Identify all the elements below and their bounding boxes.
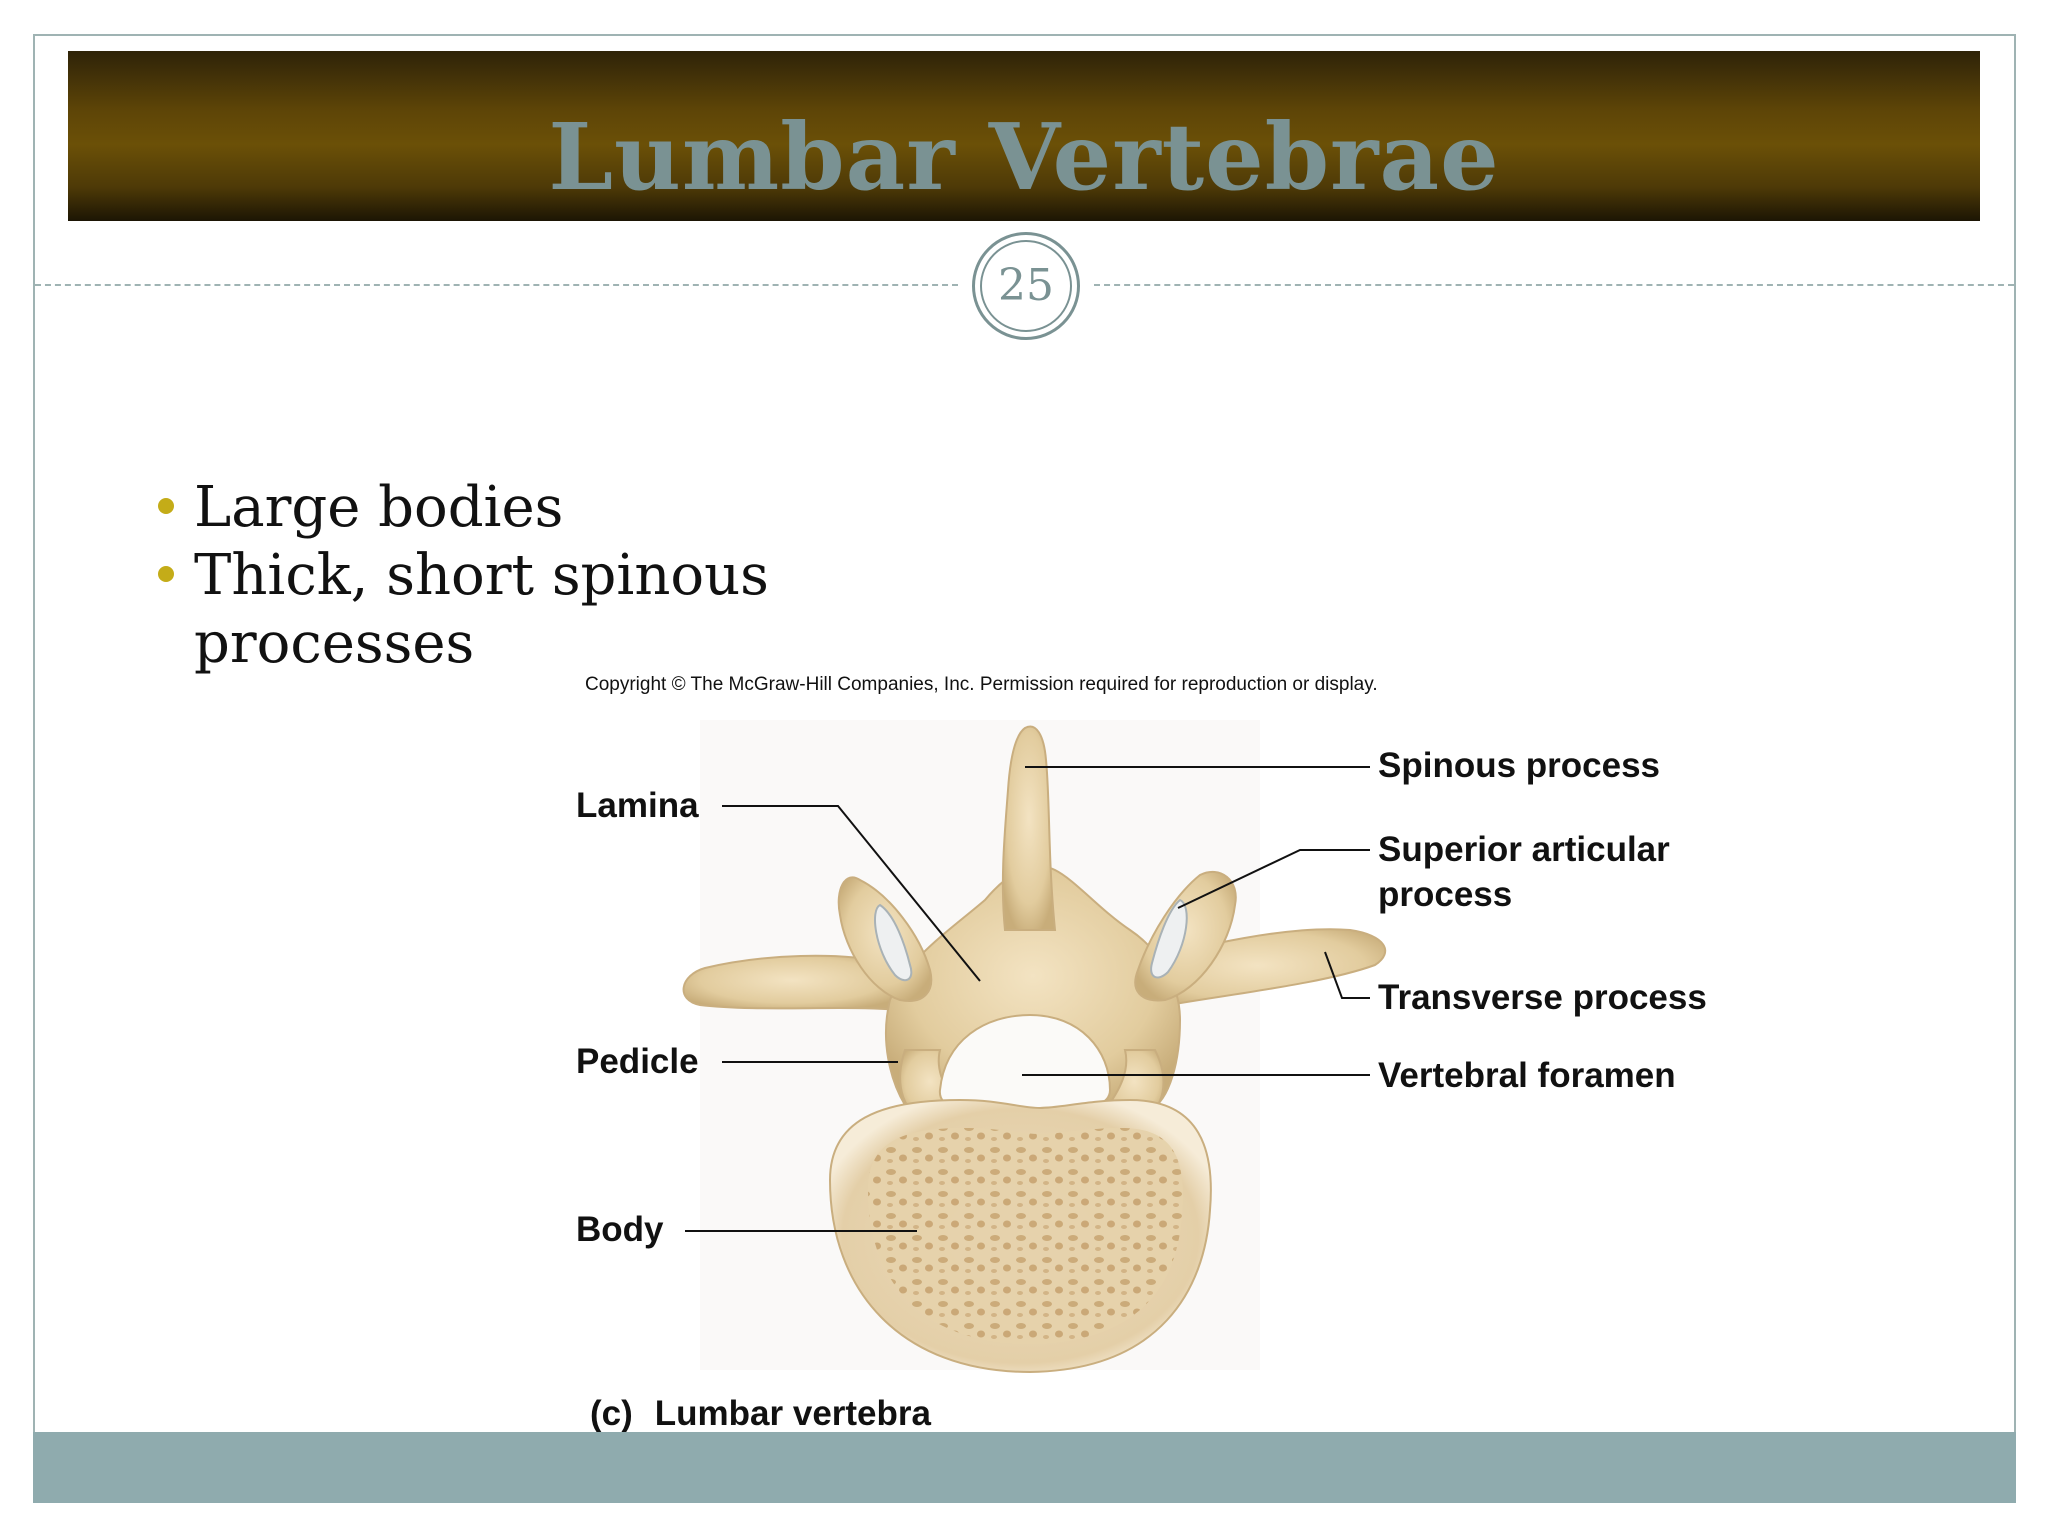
- left-transverse-process: [682, 954, 901, 1012]
- divider-right: [1094, 284, 2014, 286]
- trabecular-bone: [868, 1128, 1183, 1344]
- label-spinous-process: Spinous process: [1378, 746, 1661, 785]
- transverse-process-leader: [1324, 951, 1370, 999]
- bullet-dot-icon: [158, 565, 174, 582]
- bullet-item: Thick, short spinous processes: [158, 542, 778, 678]
- bullet-dot-icon: [158, 497, 174, 514]
- label-body: Body: [576, 1210, 664, 1249]
- title-bar: [68, 51, 1980, 221]
- bullet-list: Large bodies Thick, short spinous proces…: [158, 474, 778, 678]
- bullet-item: Large bodies: [158, 474, 778, 542]
- page-number-badge: [972, 232, 1080, 340]
- label-pedicle: Pedicle: [576, 1042, 699, 1081]
- divider-left: [35, 284, 958, 286]
- slide-title: Lumbar Vertebrae: [548, 103, 1500, 211]
- caption-letter: (c): [590, 1394, 633, 1433]
- right-articular-facet: [1150, 898, 1188, 979]
- bullet-text: Thick, short spinous processes: [194, 543, 769, 676]
- caption-text: Lumbar vertebra: [654, 1394, 931, 1433]
- lamina-leader: [722, 805, 981, 982]
- footer-bar: [33, 1432, 2016, 1503]
- label-vertebral-foramen: Vertebral foramen: [1378, 1056, 1676, 1095]
- spinous-process-shape: [1001, 725, 1057, 931]
- superior-articular-leader: [1177, 849, 1370, 909]
- bullet-text: Large bodies: [194, 475, 564, 540]
- figure-caption: (c) Lumbar vertebra: [590, 1394, 931, 1434]
- page-number: 25: [998, 260, 1054, 311]
- label-superior-articular-line1: Superior articular: [1378, 830, 1670, 869]
- label-superior-articular-line2: process: [1378, 875, 1513, 914]
- label-lamina: Lamina: [576, 786, 699, 825]
- copyright-notice: Copyright © The McGraw-Hill Companies, I…: [585, 674, 1378, 695]
- left-articular-facet: [874, 903, 913, 982]
- label-transverse-process: Transverse process: [1378, 978, 1707, 1017]
